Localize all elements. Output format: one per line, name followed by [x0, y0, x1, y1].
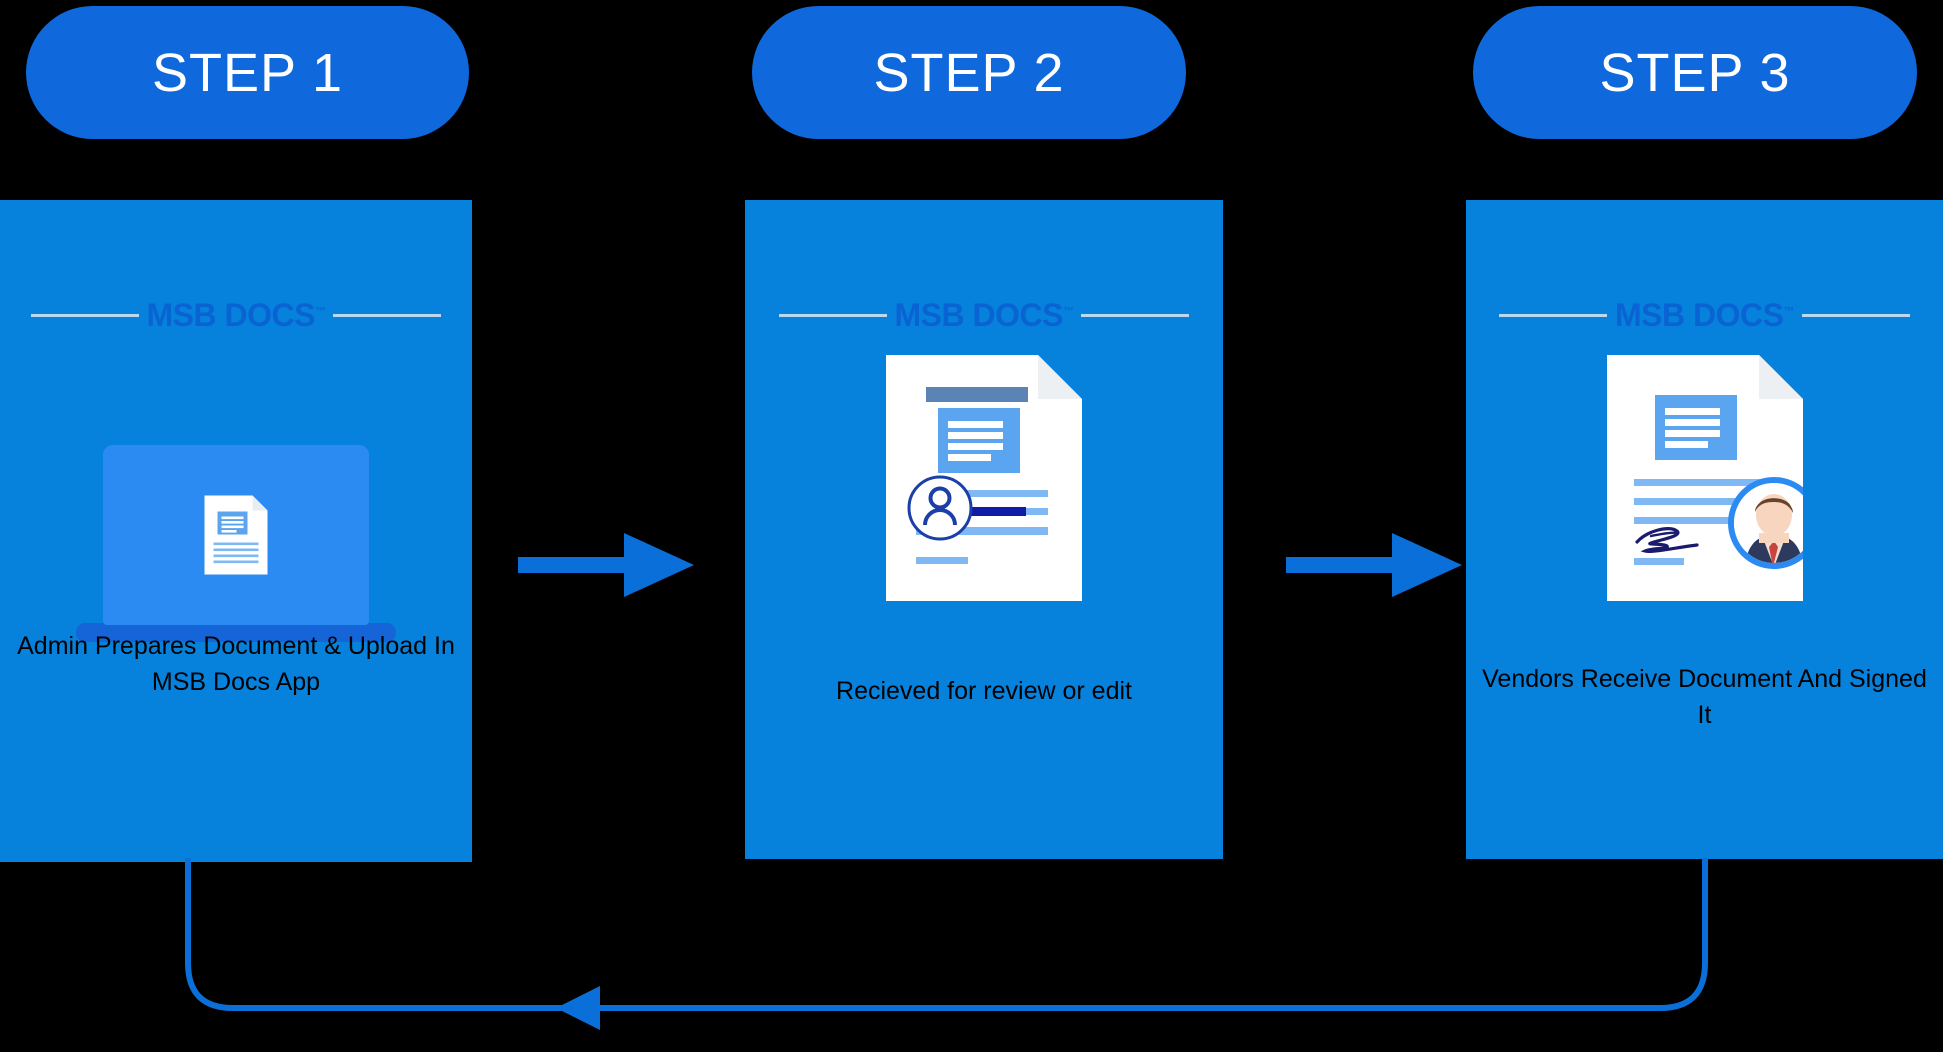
feedback-loop-arrow-step3-to-step1	[185, 858, 1708, 1030]
document-under-review-icon	[886, 355, 1082, 601]
trademark-symbol: ™	[1783, 305, 1794, 318]
step-1-pill: STEP 1	[26, 6, 469, 139]
step-3-logo: MSB DOCS™	[1466, 297, 1943, 334]
step-2-pill-label: STEP 2	[873, 42, 1065, 103]
step-1-caption: Admin Prepares Document & Upload In MSB …	[17, 632, 455, 697]
logo-wordmark: MSB DOCS™	[1615, 297, 1794, 333]
step-2-caption: Recieved for review or edit	[836, 677, 1132, 705]
logo-rule-left	[1499, 314, 1608, 317]
arrow-step1-to-step2	[518, 533, 694, 597]
trademark-symbol: ™	[1062, 305, 1074, 318]
step-2-panel: MSB DOCS™ Recieved for review or edit	[745, 200, 1223, 859]
step-1-logo: MSB DOCS™	[0, 297, 472, 334]
signed-document-with-avatar-icon	[1606, 355, 1803, 601]
logo-rule-left	[30, 314, 139, 317]
logo-wordmark: MSB DOCS™	[894, 297, 1074, 333]
step-3-panel: MSB DOCS™	[1466, 200, 1943, 859]
loop-arrowhead	[556, 986, 600, 1030]
step-3-pill: STEP 3	[1473, 6, 1917, 139]
laptop-screen	[103, 445, 369, 625]
document-page-icon	[204, 495, 268, 575]
arrow-step2-to-step3	[1286, 533, 1462, 597]
laptop-base	[76, 623, 396, 642]
trademark-symbol: ™	[314, 305, 326, 318]
logo-rule-right	[1801, 314, 1910, 317]
logo-rule-right	[333, 314, 442, 317]
step-2-pill: STEP 2	[752, 6, 1186, 139]
step-1-pill-label: STEP 1	[151, 42, 344, 103]
signature-scribble	[1634, 527, 1699, 553]
step-1-panel: MSB DOCS™ Ad	[0, 200, 472, 862]
logo-rule-left	[778, 314, 887, 317]
logo-rule-right	[1081, 314, 1190, 317]
step-2-logo: MSB DOCS™	[745, 297, 1223, 334]
laptop-with-document-icon	[76, 445, 396, 642]
vendor-avatar	[1727, 477, 1803, 569]
logo-wordmark: MSB DOCS™	[146, 297, 326, 333]
step-3-caption: Vendors Receive Document And Signed It	[1482, 665, 1927, 730]
step-3-pill-label: STEP 3	[1599, 42, 1791, 103]
